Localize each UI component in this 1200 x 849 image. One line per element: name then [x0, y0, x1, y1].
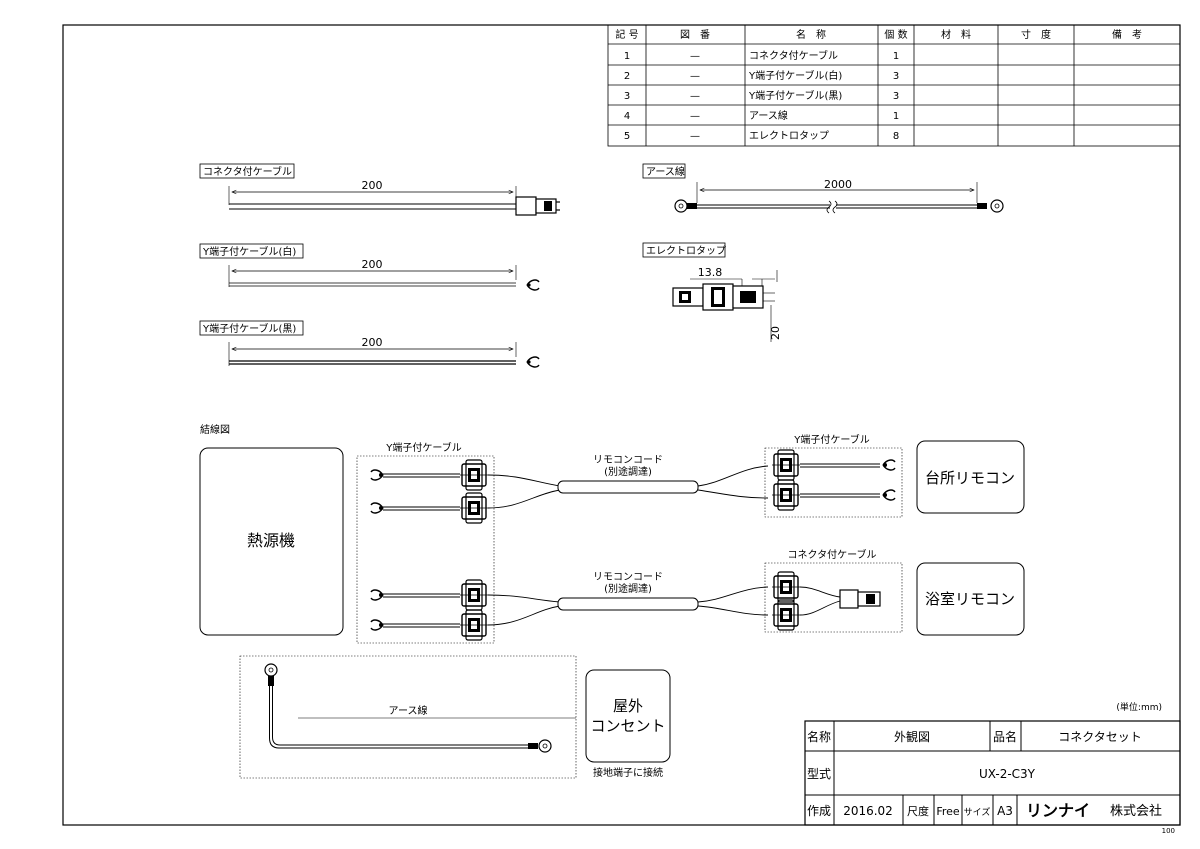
- remote-cord-note-2: (別途調達): [604, 582, 652, 595]
- row2-no: 2: [624, 71, 630, 82]
- kitchen-remote: 台所リモコン: [916, 440, 1025, 514]
- row4-qty: 1: [893, 111, 899, 122]
- y-cable-right-label: Y端子付ケーブル: [793, 433, 870, 446]
- tb-name-value: 外観図: [894, 730, 930, 744]
- row2-drawing: —: [690, 71, 700, 82]
- row3-no: 3: [624, 91, 630, 102]
- row1-drawing: —: [690, 51, 700, 62]
- part-y-cable-white: Y端子付ケーブル(白) 200: [199, 243, 540, 291]
- part-label-y-black: Y端子付ケーブル(黒): [202, 322, 296, 335]
- row3-name: Y端子付ケーブル(黒): [748, 89, 842, 102]
- tb-made-value: 2016.02: [843, 804, 893, 818]
- dim-y-black: 200: [362, 336, 383, 349]
- row1-no: 1: [624, 51, 630, 62]
- th-no: 記 号: [615, 28, 638, 41]
- y-cable-right-box: [764, 447, 903, 518]
- th-dimension: 寸 度: [1021, 28, 1051, 41]
- part-earth-wire: アース線 2000: [642, 163, 1004, 214]
- electrotap-1: [459, 459, 489, 491]
- parts-table: [607, 24, 1181, 147]
- electrotap-5: [459, 579, 489, 611]
- electrotap-3: [771, 449, 801, 481]
- th-remarks: 備 考: [1112, 28, 1142, 41]
- dim-y-white: 200: [362, 258, 383, 271]
- connector-plug: [839, 589, 881, 609]
- company-suffix: 株式会社: [1110, 803, 1162, 819]
- row1-qty: 1: [893, 51, 899, 62]
- heat-source-unit: 熱源機: [199, 447, 344, 636]
- earth-wire-route: アース線: [239, 655, 577, 779]
- th-qty: 個 数: [884, 28, 907, 41]
- part-electrotap: エレクトロタップ 13.8 20: [642, 242, 782, 342]
- tb-scale-label: 尺度: [907, 804, 929, 818]
- row1-name: コネクタ付ケーブル: [749, 49, 838, 62]
- sheet-code: 100: [1162, 827, 1175, 835]
- row3-qty: 3: [893, 91, 899, 102]
- row2-name: Y端子付ケーブル(白): [748, 69, 842, 82]
- remote-cord-label-2: リモコンコード: [593, 572, 663, 583]
- tb-scale-value: Free: [936, 805, 960, 818]
- dim-earth: 2000: [824, 178, 852, 191]
- dim-electrotap-w: 13.8: [698, 266, 723, 279]
- electrotap-8: [771, 599, 801, 631]
- row5-qty: 8: [893, 131, 899, 142]
- earth-wire-label: アース線: [389, 704, 428, 717]
- upper-route: [370, 459, 896, 514]
- dim-electrotap-h: 20: [769, 326, 782, 340]
- th-drawing: 図 番: [680, 29, 710, 41]
- bath-remote-label: 浴室リモコン: [925, 590, 1015, 608]
- tb-name-label: 名称: [807, 729, 831, 744]
- row4-no: 4: [624, 111, 630, 122]
- outlet-label-1: 屋外: [613, 697, 643, 715]
- row5-no: 5: [624, 131, 630, 142]
- lower-route: [370, 586, 841, 631]
- electrotap-4: [771, 479, 801, 511]
- row2-qty: 3: [893, 71, 899, 82]
- tb-model-value: UX-2-C3Y: [979, 767, 1036, 781]
- tb-model-label: 型式: [807, 767, 831, 781]
- row4-drawing: —: [690, 111, 700, 122]
- company-logo: リンナイ: [1026, 801, 1090, 820]
- th-name: 名 称: [796, 28, 826, 41]
- connector-cable-box: [764, 562, 903, 633]
- part-label-electrotap: エレクトロタップ: [646, 245, 726, 257]
- row3-drawing: —: [690, 91, 700, 102]
- dim-connector-cable: 200: [362, 179, 383, 192]
- part-label-earth: アース線: [646, 165, 685, 178]
- unit-note: (単位:mm): [1116, 701, 1162, 713]
- wiring-title: 結線図: [200, 423, 230, 436]
- title-block: [804, 720, 1181, 826]
- row4-name: アース線: [749, 109, 788, 122]
- part-connector-cable: コネクタ付ケーブル 200: [199, 163, 560, 216]
- tb-size-label: サイズ: [964, 806, 991, 818]
- bath-remote: 浴室リモコン: [916, 562, 1025, 636]
- part-label-y-white: Y端子付ケーブル(白): [202, 245, 296, 258]
- y-cable-left-label: Y端子付ケーブル: [385, 441, 462, 454]
- tb-made-label: 作成: [807, 804, 831, 818]
- kitchen-remote-label: 台所リモコン: [925, 469, 1015, 487]
- connector-cable-label: コネクタ付ケーブル: [788, 548, 877, 561]
- part-y-cable-black: Y端子付ケーブル(黒) 200: [199, 320, 540, 368]
- row5-drawing: —: [690, 131, 700, 142]
- electrotap-7: [771, 571, 801, 603]
- tb-product-value: コネクタセット: [1058, 730, 1142, 744]
- outlet-label-2: コンセント: [590, 717, 665, 735]
- remote-cord-label-1: リモコンコード: [593, 455, 663, 466]
- th-material: 材 料: [941, 28, 971, 41]
- part-label-connector-cable: コネクタ付ケーブル: [203, 165, 292, 178]
- heat-source-label: 熱源機: [247, 531, 295, 550]
- electrotap-2: [459, 492, 489, 524]
- row5-name: エレクトロタップ: [749, 130, 829, 142]
- ground-note: 接地端子に接続: [593, 766, 663, 779]
- tb-product-label: 品名: [993, 729, 1017, 744]
- outdoor-outlet: 屋外 コンセント 接地端子に接続: [585, 669, 671, 779]
- electrotap-6: [459, 609, 489, 641]
- remote-cord-note-1: (別途調達): [604, 465, 652, 478]
- tb-size-value: A3: [997, 804, 1013, 818]
